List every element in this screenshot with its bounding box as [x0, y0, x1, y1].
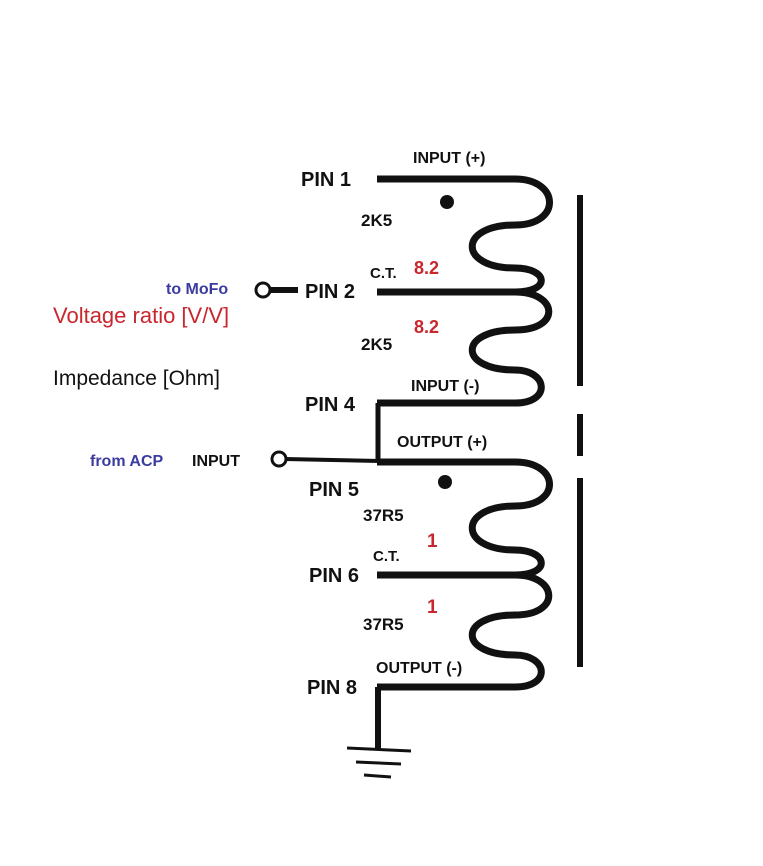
pin-8-label: PIN 8 [307, 677, 357, 699]
legend-voltage-ratio: Voltage ratio [V/V] [53, 303, 229, 328]
polarity-dot-primary [440, 195, 454, 209]
pin-2-label: PIN 2 [305, 281, 355, 303]
mofo-terminal [254, 281, 272, 299]
pin-4-label: PIN 4 [305, 394, 356, 416]
output-plus-label: OUTPUT (+) [397, 434, 487, 451]
ground-icon [346, 746, 412, 779]
ratio-primary-lower: 8.2 [414, 317, 439, 337]
pin-5-label: PIN 5 [309, 479, 359, 501]
acp-wire [284, 457, 381, 463]
from-acp-note: from ACP [90, 453, 164, 470]
input-minus-label: INPUT (-) [411, 378, 479, 395]
ct-secondary-label: C.T. [373, 548, 400, 565]
pin-6-label: PIN 6 [309, 565, 359, 587]
to-mofo-note: to MoFo [166, 281, 228, 298]
ratio-secondary-upper: 1 [427, 531, 438, 552]
output-minus-label: OUTPUT (-) [376, 660, 462, 677]
legend-impedance: Impedance [Ohm] [53, 367, 220, 390]
input-plus-label: INPUT (+) [413, 150, 485, 167]
pin-1-label: PIN 1 [301, 169, 351, 191]
primary-winding [377, 175, 553, 407]
impedance-secondary-upper: 37R5 [363, 506, 404, 525]
input-note: INPUT [192, 453, 240, 470]
acp-terminal [270, 450, 288, 468]
ct-primary-label: C.T. [370, 265, 397, 282]
impedance-primary-lower: 2K5 [361, 335, 392, 354]
ratio-secondary-lower: 1 [427, 597, 438, 618]
ratio-primary-upper: 8.2 [414, 258, 439, 278]
polarity-dot-secondary [438, 475, 452, 489]
impedance-secondary-lower: 37R5 [363, 615, 404, 634]
secondary-winding [377, 458, 553, 691]
impedance-primary-upper: 2K5 [361, 211, 392, 230]
